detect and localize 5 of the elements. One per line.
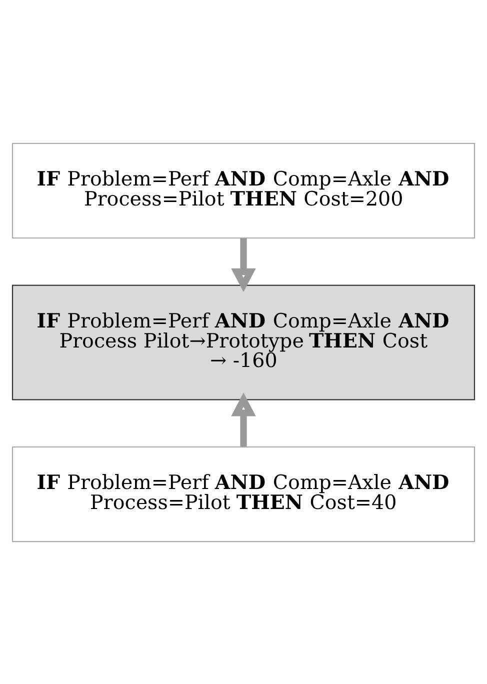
arrow: [231, 238, 256, 292]
arrow: [231, 392, 256, 446]
node-box: IF Problem=Perf AND Comp=Axle AND Process Pilot→Prototype THEN Cost → -160: [12, 284, 476, 400]
node-box: IF Problem=Perf AND Comp=Axle AND Process=Pilot THEN Cost=200: [12, 142, 476, 238]
node-box: IF Problem=Perf AND Comp=Axle AND Process=Pilot THEN Cost=40: [12, 446, 476, 542]
